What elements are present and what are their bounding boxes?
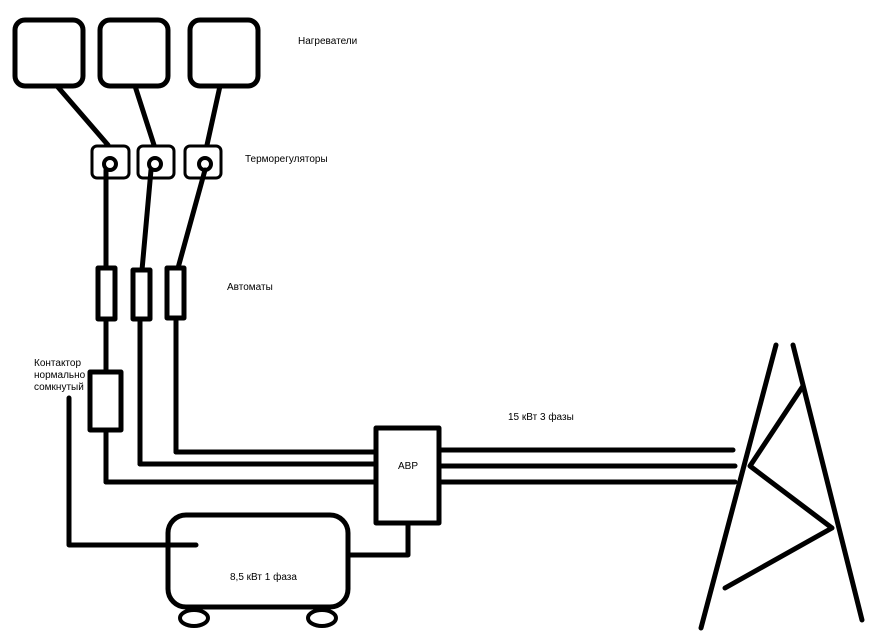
thermostat-1 xyxy=(90,144,131,180)
label-contactor-line2: нормально xyxy=(34,370,86,381)
label-contactor-line1: Контактор xyxy=(34,358,81,369)
generator-body xyxy=(165,512,351,610)
wire-heater2-thermo2 xyxy=(132,83,157,148)
heater-3 xyxy=(187,17,261,89)
heater-1 xyxy=(12,17,86,89)
wire-heater3-thermo3 xyxy=(204,83,223,148)
label-avr: АВР xyxy=(398,461,418,472)
label-contactor-line3: сомкнутый xyxy=(34,382,84,393)
contactor xyxy=(87,369,124,433)
breaker-3 xyxy=(164,265,187,321)
label-thermostats: Терморегуляторы xyxy=(245,154,328,165)
wire-heater1-thermo1 xyxy=(54,83,111,148)
wire-thermo2-breaker2 xyxy=(139,167,154,273)
avr-box xyxy=(373,425,442,526)
heater-2 xyxy=(97,17,171,89)
breaker-2 xyxy=(130,267,153,322)
generator-wheel-left xyxy=(178,608,210,628)
label-heaters: Нагреватели xyxy=(298,36,357,47)
label-breakers: Автоматы xyxy=(227,282,273,293)
transmission-tower xyxy=(698,342,865,631)
breaker-1 xyxy=(95,265,118,322)
generator-wheel-right xyxy=(306,608,338,628)
wire-contactor-control xyxy=(66,395,199,548)
wire-avr-generator xyxy=(346,520,411,558)
thermostat-2 xyxy=(136,144,176,180)
label-power-line: 15 кВт 3 фазы xyxy=(508,411,574,423)
label-generator: 8,5 кВт 1 фаза xyxy=(230,571,297,583)
wire-thermo3-breaker3 xyxy=(175,167,208,271)
